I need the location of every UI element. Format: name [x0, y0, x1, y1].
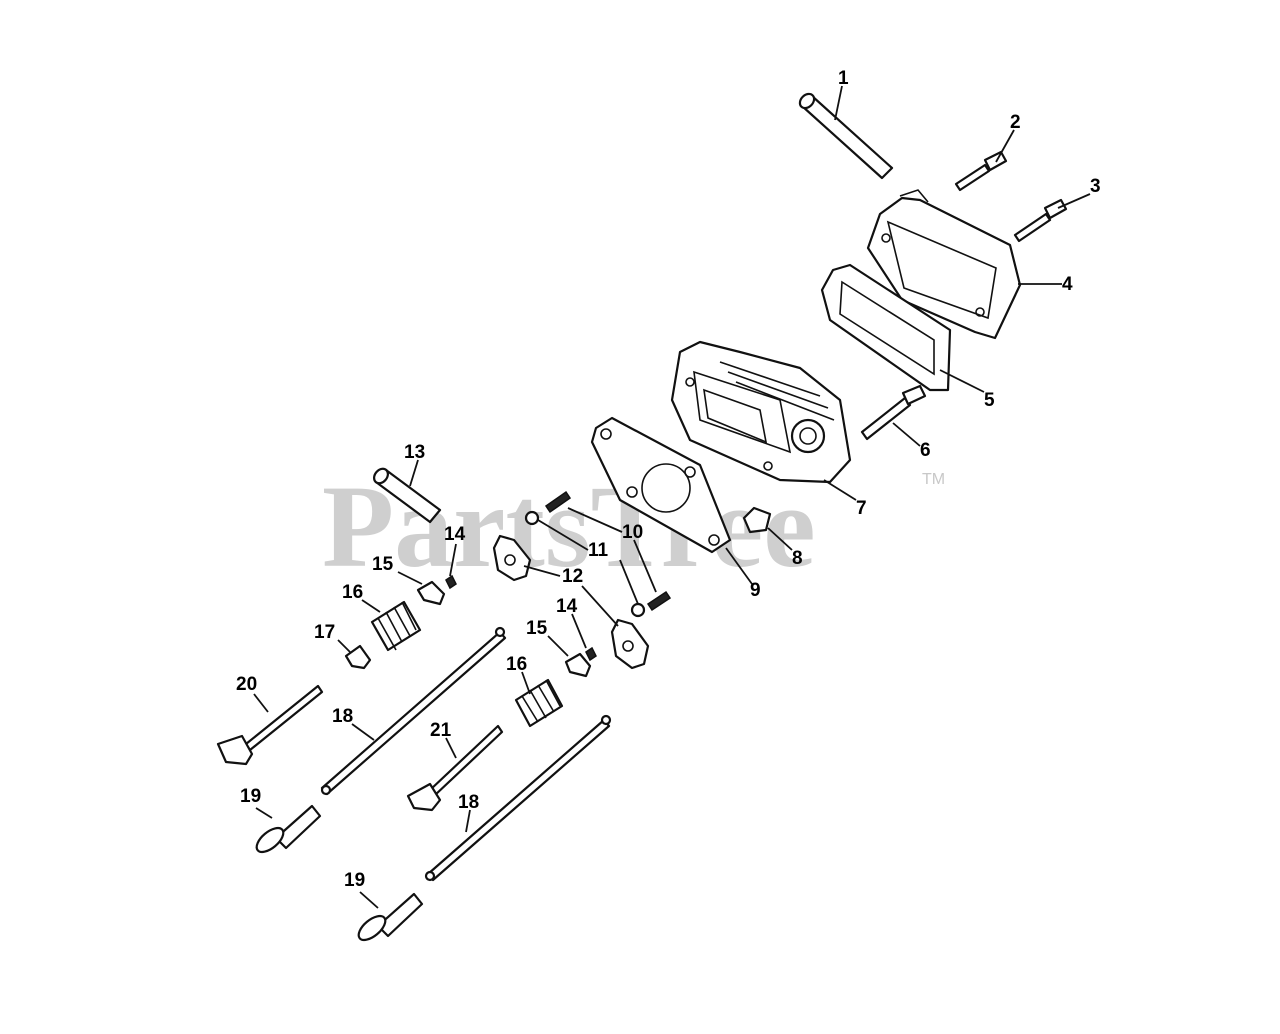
- part-21-valve[interactable]: [406, 724, 504, 812]
- callout-8: 8: [792, 548, 803, 569]
- part-6-bolt[interactable]: [860, 384, 927, 441]
- part-3-bolt[interactable]: [1013, 198, 1068, 243]
- callout-19-lower: 19: [344, 870, 365, 891]
- callout-17: 17: [314, 622, 335, 643]
- callout-9: 9: [750, 580, 761, 601]
- callout-20: 20: [236, 674, 257, 695]
- part-19-lifter-lower[interactable]: [355, 892, 424, 944]
- part-10-stud-lower[interactable]: [646, 590, 672, 612]
- part-2-bolt[interactable]: [954, 150, 1008, 192]
- part-18-pushrod-upper[interactable]: [320, 626, 507, 796]
- part-14-keeper-upper[interactable]: [445, 574, 457, 590]
- part-19-lifter-upper[interactable]: [253, 804, 322, 856]
- callout-13: 13: [404, 442, 425, 463]
- callout-5: 5: [984, 390, 995, 411]
- part-18-pushrod-lower[interactable]: [424, 714, 612, 882]
- callout-4: 4: [1062, 274, 1073, 295]
- callout-14-upper: 14: [444, 524, 466, 545]
- callout-15-lower: 15: [526, 618, 548, 639]
- part-17-cap[interactable]: [344, 644, 372, 670]
- callout-15-upper: 15: [372, 554, 394, 575]
- watermark-trademark: TM: [922, 471, 945, 488]
- part-1-tube[interactable]: [797, 91, 894, 180]
- part-15-retainer-upper[interactable]: [416, 580, 446, 606]
- callout-18-upper: 18: [332, 706, 353, 727]
- callout-16-lower: 16: [506, 654, 527, 675]
- callout-21: 21: [430, 720, 452, 741]
- part-12-rocker-lower[interactable]: [610, 618, 650, 670]
- callout-18-lower: 18: [458, 792, 479, 813]
- part-16-spring-upper[interactable]: [370, 600, 422, 652]
- part-9-head-gasket[interactable]: [590, 416, 732, 554]
- part-4-valve-cover[interactable]: [866, 189, 1022, 340]
- callout-1: 1: [838, 68, 849, 89]
- part-10-stud-upper[interactable]: [544, 490, 572, 514]
- callout-14-lower: 14: [556, 596, 578, 617]
- callout-2: 2: [1010, 112, 1021, 133]
- callout-3: 3: [1090, 176, 1101, 197]
- callout-6: 6: [920, 440, 931, 461]
- part-20-valve[interactable]: [216, 684, 324, 766]
- part-14-keeper-lower[interactable]: [585, 646, 597, 662]
- leader-lines: [253, 85, 1091, 909]
- part-8-sleeve[interactable]: [742, 506, 772, 534]
- part-11-nut-lower[interactable]: [630, 602, 646, 618]
- callout-16-upper: 16: [342, 582, 363, 603]
- part-11-nut-upper[interactable]: [524, 510, 540, 526]
- part-7-cylinder-head[interactable]: [670, 340, 852, 484]
- callout-7: 7: [856, 498, 867, 519]
- callout-19-upper: 19: [240, 786, 261, 807]
- callout-11: 11: [588, 540, 609, 561]
- part-16-spring-lower[interactable]: [514, 678, 564, 728]
- part-13-pin[interactable]: [371, 466, 442, 524]
- part-15-retainer-lower[interactable]: [564, 652, 592, 678]
- part-5-gasket[interactable]: [820, 263, 952, 392]
- callout-labels: 1 2 3 4 5 6 7 8 9 10 11 12 13 14 14 15 1…: [236, 68, 1101, 891]
- callout-10: 10: [622, 522, 643, 543]
- callout-12: 12: [562, 566, 583, 587]
